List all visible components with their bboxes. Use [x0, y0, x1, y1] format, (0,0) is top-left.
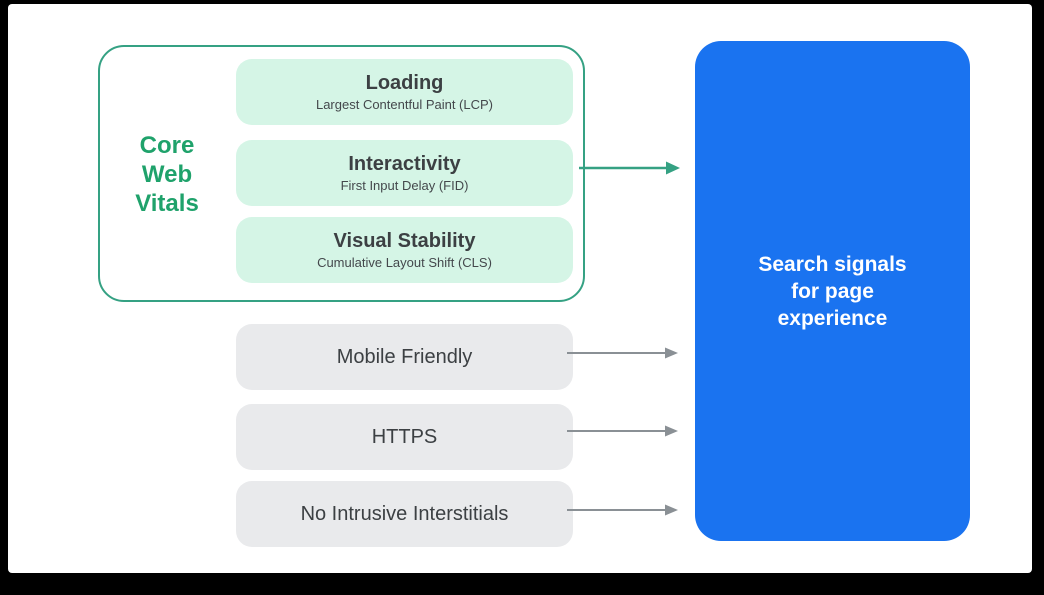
pill-visual-stability: Visual Stability Cumulative Layout Shift…	[236, 217, 573, 283]
pill-loading-title: Loading	[365, 72, 444, 94]
search-signals-line-1: Search signals	[758, 252, 907, 276]
pill-loading-subtitle: Largest Contentful Paint (LCP)	[315, 97, 494, 112]
pill-loading: Loading Largest Contentful Paint (LCP)	[236, 59, 573, 125]
pill-https-label: HTTPS	[371, 425, 438, 448]
pill-interactivity-title: Interactivity	[348, 153, 461, 175]
pill-visual-stability-subtitle: Cumulative Layout Shift (CLS)	[317, 255, 492, 270]
diagram-canvas: Core Web Vitals Loading Largest Contentf…	[8, 4, 1032, 573]
pill-no-intrusive-interstitials-label: No Intrusive Interstitials	[300, 502, 509, 525]
search-signals-box: Search signals for page experience	[695, 41, 970, 541]
pill-interactivity: Interactivity First Input Delay (FID)	[236, 140, 573, 206]
pill-https: HTTPS	[236, 404, 573, 470]
pill-interactivity-subtitle: First Input Delay (FID)	[340, 178, 469, 193]
search-signals-line-2: for page	[791, 279, 874, 303]
pill-mobile-friendly-label: Mobile Friendly	[336, 345, 473, 368]
search-signals-text: Search signals for page experience	[758, 251, 906, 332]
pill-mobile-friendly: Mobile Friendly	[236, 324, 573, 390]
search-signals-line-3: experience	[777, 306, 888, 330]
pill-visual-stability-title: Visual Stability	[333, 230, 476, 252]
core-web-vitals-label: Core Web Vitals	[135, 132, 199, 217]
pill-no-intrusive-interstitials: No Intrusive Interstitials	[236, 481, 573, 547]
